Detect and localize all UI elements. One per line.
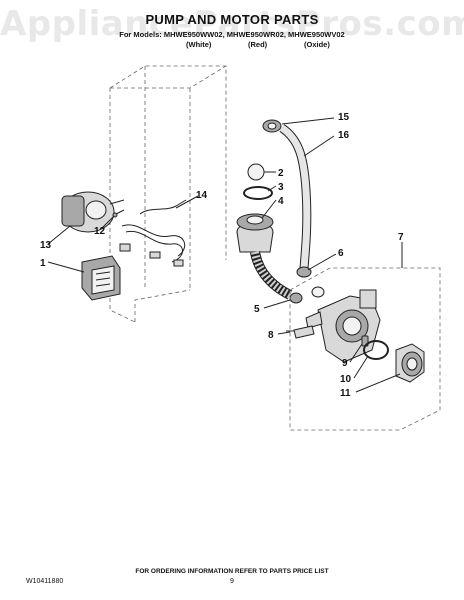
wire-harness[interactable] [119, 199, 187, 267]
callout-16: 16 [338, 130, 350, 141]
color-white-label: (White) [186, 40, 212, 49]
color-red-label: (Red) [248, 40, 268, 49]
seal-ring[interactable] [243, 186, 273, 200]
pump-filter[interactable] [395, 343, 425, 383]
filter-seal[interactable] [363, 340, 389, 360]
drain-pump-assembly-box [289, 267, 441, 431]
callout-9: 9 [342, 358, 348, 369]
drain-hose[interactable] [279, 124, 312, 269]
pump-bracket[interactable] [286, 325, 315, 339]
sump-hose[interactable] [250, 250, 293, 300]
ordering-notice: FOR ORDERING INFORMATION REFER TO PARTS … [135, 568, 329, 575]
callout-8: 8 [268, 330, 274, 341]
watermark: AppliancePartsPros.com [0, 4, 464, 44]
callout-11: 11 [340, 388, 351, 399]
drive-motor[interactable] [61, 191, 125, 233]
callout-15: 15 [338, 112, 350, 123]
sump-housing[interactable] [236, 213, 274, 253]
callout-13: 13 [40, 240, 52, 251]
document-number: W10411880 [26, 578, 64, 585]
color-oxide-label: (Oxide) [304, 40, 330, 49]
page-number: 9 [230, 578, 234, 585]
callout-1: 1 [40, 258, 46, 269]
callout-6: 6 [338, 248, 344, 259]
leader-lines [47, 117, 403, 393]
callout-10: 10 [340, 374, 352, 385]
callout-2: 2 [278, 168, 284, 179]
motor-screw[interactable] [112, 209, 125, 218]
callout-5: 5 [254, 304, 260, 315]
hose-clamp-drain[interactable] [296, 266, 325, 298]
callout-12: 12 [94, 226, 106, 237]
callout-14: 14 [196, 190, 208, 201]
hose-clamp-top[interactable] [262, 119, 282, 133]
hose-clamp-small[interactable] [289, 292, 303, 304]
check-ball[interactable] [247, 163, 265, 181]
motor-control-unit[interactable] [81, 255, 121, 301]
cabinet-outline [109, 65, 227, 323]
drain-pump[interactable] [305, 289, 381, 363]
model-list: For Models: MHWE950WW02, MHWE950WR02, MH… [119, 30, 345, 39]
callout-4: 4 [278, 196, 284, 207]
page-title: PUMP AND MOTOR PARTS [145, 12, 319, 27]
callout-3: 3 [278, 182, 284, 193]
callout-7: 7 [398, 232, 404, 243]
